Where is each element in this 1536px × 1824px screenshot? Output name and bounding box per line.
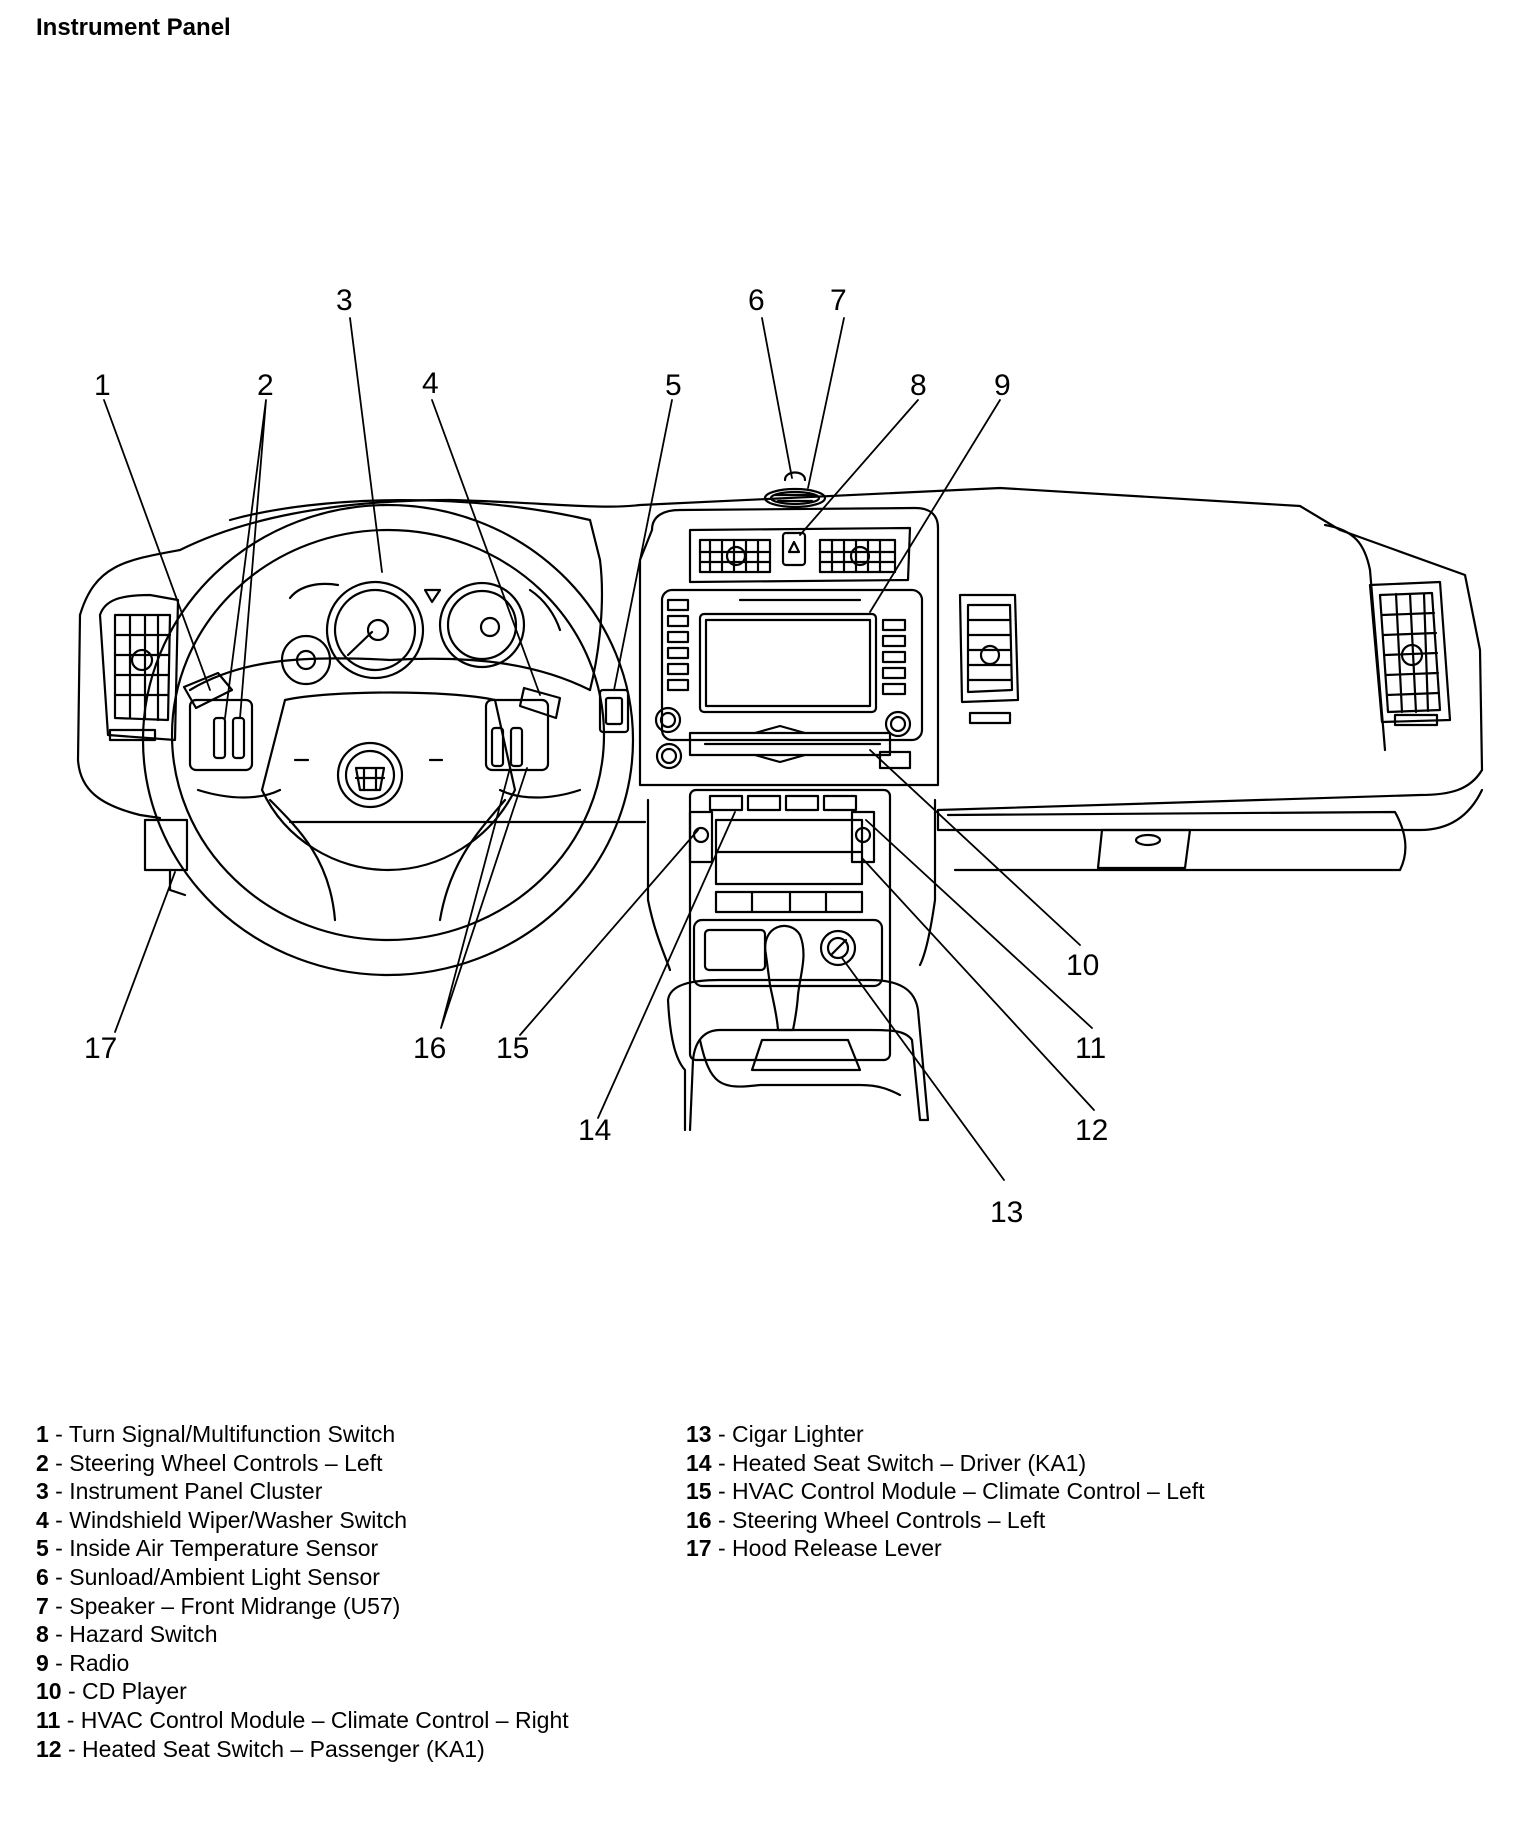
legend-item-5: 5 - Inside Air Temperature Sensor [36,1535,379,1562]
sunload-sensor-speaker [763,471,827,509]
dashboard-lower-left [76,613,162,820]
cadillac-logo-icon [336,741,404,809]
center-stack-outline [638,506,940,787]
callout-6: 6 [748,284,765,317]
callout-7: 7 [830,284,847,317]
callout-9: 9 [994,369,1011,402]
callout-12: 12 [1075,1114,1108,1147]
callout-13: 13 [990,1196,1023,1229]
callout-15: 15 [496,1032,529,1065]
callout-1: 1 [94,369,111,402]
legend-item-9: 9 - Radio [36,1649,130,1676]
callout-4: 4 [422,367,439,400]
legend-item-12: 12 - Heated Seat Switch – Passenger (KA1… [36,1735,485,1762]
callout-14: 14 [578,1114,611,1147]
left-air-vent [98,593,180,742]
page-title: Instrument Panel [36,14,231,41]
callout-16: 16 [413,1032,446,1065]
legend-right-column: 13 - Cigar Lighter 14 - Heated Seat Swit… [686,1420,1205,1563]
glove-box [946,810,1407,872]
legend-item-13: 13 - Cigar Lighter [686,1421,864,1447]
cluster-hood [228,499,604,692]
legend-left-column: 1 - Turn Signal/Multifunction Switch 2 -… [36,1420,569,1763]
legend-item-3: 3 - Instrument Panel Cluster [36,1478,323,1505]
cd-player [655,724,912,770]
hazard-switch [781,531,807,567]
callout-3: 3 [336,284,353,317]
radio-unit [654,588,924,742]
wiper-stalk [518,686,562,720]
hvac-control-module [688,788,892,1062]
cigar-lighter [819,929,857,967]
legend-item-16: 16 - Steering Wheel Controls – Left [686,1506,1046,1533]
callout-11: 11 [1075,1032,1106,1065]
center-right-air-vent [958,593,1020,725]
legend-item-17: 17 - Hood Release Lever [686,1535,942,1562]
legend-item-11: 11 - HVAC Control Module – Climate Contr… [36,1706,569,1733]
turn-signal-stalk [182,671,234,710]
callout-2: 2 [257,369,274,402]
right-side-panel [1323,523,1387,752]
callout-8: 8 [910,369,927,402]
dashboard-top-edge [78,486,1484,812]
legend-item-6: 6 - Sunload/Ambient Light Sensor [36,1563,380,1590]
far-right-air-vent [1368,580,1452,727]
leader-lines [103,317,1095,1181]
center-console [666,978,930,1132]
instrument-cluster-gauges [280,580,562,686]
instrument-panel-diagram: 1 2 3 4 5 6 7 8 9 10 11 12 13 14 15 16 1… [76,284,1484,1229]
legend-item-7: 7 - Speaker – Front Midrange (U57) [36,1592,401,1619]
dashboard-right-lower [936,788,1484,832]
legend-item-2: 2 - Steering Wheel Controls – Left [36,1449,383,1476]
legend-item-15: 15 - HVAC Control Module – Climate Contr… [686,1478,1205,1505]
callout-10: 10 [1066,949,1099,982]
callout-5: 5 [665,369,682,402]
hood-release-lever [143,818,189,897]
center-air-vents [688,526,912,584]
legend-item-1: 1 - Turn Signal/Multifunction Switch [36,1421,396,1447]
gear-shifter [750,924,862,1072]
legend-item-4: 4 - Windshield Wiper/Washer Switch [36,1506,408,1533]
steering-wheel [141,503,635,977]
legend-item-14: 14 - Heated Seat Switch – Driver (KA1) [686,1449,1087,1476]
legend-item-10: 10 - CD Player [36,1678,187,1705]
callout-17: 17 [84,1032,117,1065]
callout-numbers: 1 2 3 4 5 6 7 8 9 10 11 12 13 14 15 16 1… [84,284,1108,1229]
legend-item-8: 8 - Hazard Switch [36,1621,218,1648]
